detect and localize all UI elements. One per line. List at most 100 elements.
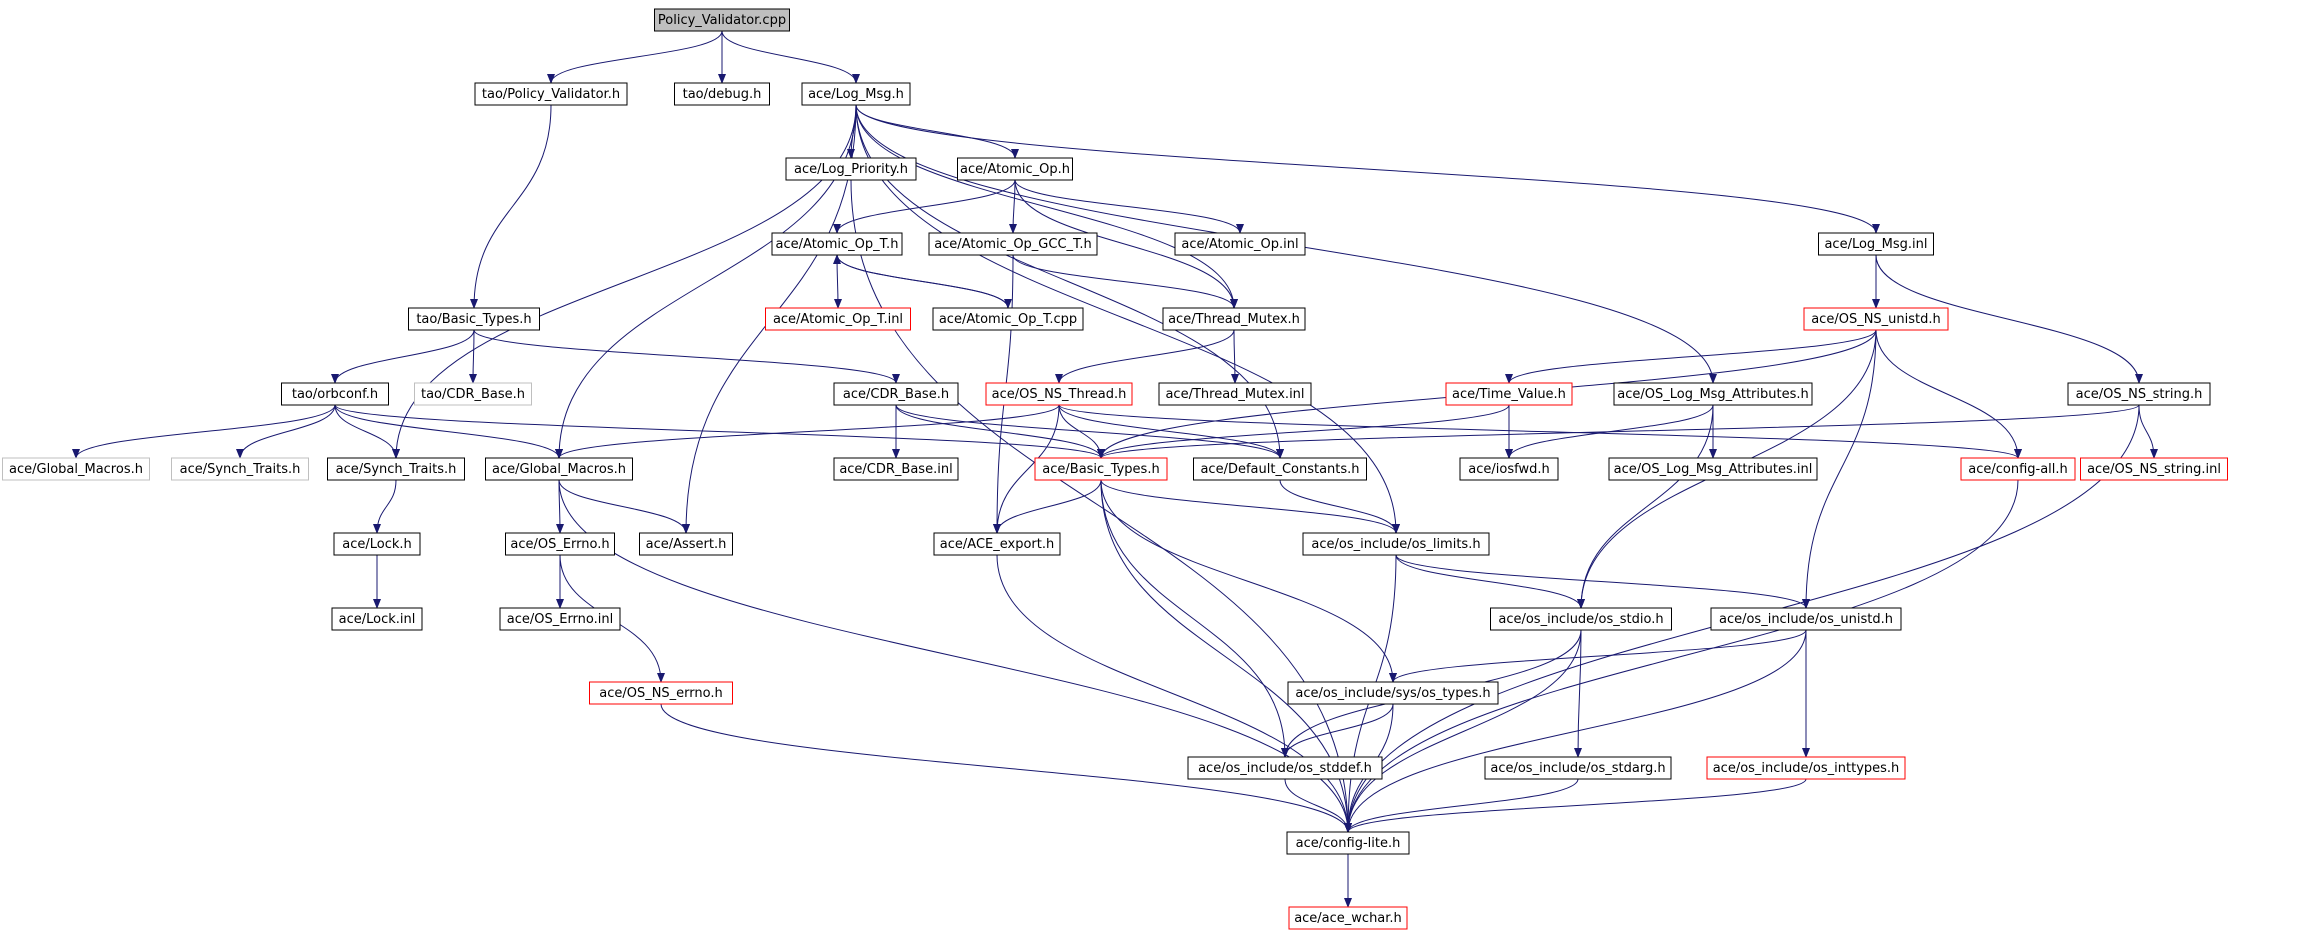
node-box-tao_orbconf_h[interactable]	[281, 382, 389, 406]
node-box-ace_atomic_op_gcc_t_h[interactable]	[928, 232, 1098, 256]
node-box-ace_os_ns_thread_h[interactable]	[985, 382, 1133, 406]
node-box-ace_global_macros_h[interactable]	[485, 457, 633, 481]
node-box-ace_global_macros_h_ext[interactable]	[2, 457, 150, 481]
node-box-ace_os_log_msg_attributes_inl[interactable]	[1608, 457, 1818, 481]
node-box-ace_synch_traits_h[interactable]	[327, 457, 465, 481]
node-tao_cdr_base_h[interactable]: tao/CDR_Base.h	[414, 382, 532, 406]
node-box-ace_os_errno_h[interactable]	[505, 532, 615, 556]
node-tao_debug_h[interactable]: tao/debug.h	[674, 82, 770, 106]
node-ace_cdr_base_inl[interactable]: ace/CDR_Base.inl	[833, 457, 959, 481]
node-box-ace_thread_mutex_inl[interactable]	[1158, 382, 1312, 406]
node-box-ace_default_constants_h[interactable]	[1193, 457, 1367, 481]
node-ace_assert_h[interactable]: ace/Assert.h	[639, 532, 733, 556]
node-tao_orbconf_h[interactable]: tao/orbconf.h	[281, 382, 389, 406]
node-ace_config_all_h[interactable]: ace/config-all.h	[1960, 457, 2076, 481]
node-box-tao_debug_h[interactable]	[674, 82, 770, 106]
node-ace_os_include_os_unistd_h[interactable]: ace/os_include/os_unistd.h	[1710, 607, 1902, 631]
node-box-ace_os_include_os_limits_h[interactable]	[1302, 532, 1490, 556]
node-box-ace_log_msg_inl[interactable]	[1818, 232, 1934, 256]
node-ace_os_include_os_stddef_h[interactable]: ace/os_include/os_stddef.h	[1187, 756, 1383, 780]
node-ace_default_constants_h[interactable]: ace/Default_Constants.h	[1193, 457, 1367, 481]
node-ace_time_value_h[interactable]: ace/Time_Value.h	[1445, 382, 1573, 406]
node-box-policy_validator_cpp[interactable]	[654, 8, 790, 32]
node-ace_os_ns_unistd_h[interactable]: ace/OS_NS_unistd.h	[1803, 307, 1949, 331]
node-box-ace_os_ns_errno_h[interactable]	[589, 681, 733, 705]
node-box-ace_time_value_h[interactable]	[1445, 382, 1573, 406]
node-box-ace_atomic_op_inl[interactable]	[1174, 232, 1306, 256]
node-ace_ace_wchar_h[interactable]: ace/ace_wchar.h	[1288, 906, 1408, 930]
node-box-ace_atomic_op_t_inl[interactable]	[765, 307, 911, 331]
node-ace_os_include_os_inttypes_h[interactable]: ace/os_include/os_inttypes.h	[1706, 756, 1906, 780]
node-ace_synch_traits_h_ext[interactable]: ace/Synch_Traits.h	[171, 457, 309, 481]
node-ace_os_ns_errno_h[interactable]: ace/OS_NS_errno.h	[589, 681, 733, 705]
node-box-ace_os_include_os_unistd_h[interactable]	[1710, 607, 1902, 631]
node-ace_atomic_op_t_inl[interactable]: ace/Atomic_Op_T.inl	[765, 307, 911, 331]
node-box-ace_iosfwd_h[interactable]	[1459, 457, 1559, 481]
node-ace_atomic_op_gcc_t_h[interactable]: ace/Atomic_Op_GCC_T.h	[928, 232, 1098, 256]
node-box-ace_config_lite_h[interactable]	[1286, 831, 1410, 855]
node-box-ace_os_log_msg_attributes_h[interactable]	[1613, 382, 1813, 406]
node-box-ace_config_all_h[interactable]	[1960, 457, 2076, 481]
node-ace_ace_export_h[interactable]: ace/ACE_export.h	[933, 532, 1061, 556]
node-ace_os_include_os_stdio_h[interactable]: ace/os_include/os_stdio.h	[1490, 607, 1672, 631]
node-box-ace_assert_h[interactable]	[639, 532, 733, 556]
node-box-ace_atomic_op_t_h[interactable]	[771, 232, 903, 256]
node-box-ace_cdr_base_inl[interactable]	[833, 457, 959, 481]
node-box-ace_os_include_sys_os_types_h[interactable]	[1287, 681, 1499, 705]
node-box-ace_log_msg_h[interactable]	[801, 82, 911, 106]
node-ace_os_ns_thread_h[interactable]: ace/OS_NS_Thread.h	[985, 382, 1133, 406]
node-box-ace_thread_mutex_h[interactable]	[1162, 307, 1306, 331]
node-ace_os_ns_string_h[interactable]: ace/OS_NS_string.h	[2067, 382, 2211, 406]
node-box-ace_atomic_op_t_cpp[interactable]	[932, 307, 1084, 331]
node-ace_cdr_base_h[interactable]: ace/CDR_Base.h	[833, 382, 959, 406]
node-box-ace_basic_types_h[interactable]	[1034, 457, 1168, 481]
node-ace_synch_traits_h[interactable]: ace/Synch_Traits.h	[327, 457, 465, 481]
node-box-tao_policy_validator_h[interactable]	[474, 82, 628, 106]
node-ace_log_priority_h[interactable]: ace/Log_Priority.h	[785, 157, 917, 181]
node-ace_os_include_sys_os_types_h[interactable]: ace/os_include/sys/os_types.h	[1287, 681, 1499, 705]
node-ace_atomic_op_inl[interactable]: ace/Atomic_Op.inl	[1174, 232, 1306, 256]
node-box-ace_os_errno_inl[interactable]	[499, 607, 621, 631]
node-ace_os_ns_string_inl[interactable]: ace/OS_NS_string.inl	[2080, 457, 2228, 481]
node-ace_os_errno_inl[interactable]: ace/OS_Errno.inl	[499, 607, 621, 631]
node-box-ace_lock_inl[interactable]	[331, 607, 423, 631]
node-tao_policy_validator_h[interactable]: tao/Policy_Validator.h	[474, 82, 628, 106]
node-ace_atomic_op_t_cpp[interactable]: ace/Atomic_Op_T.cpp	[932, 307, 1084, 331]
node-ace_lock_inl[interactable]: ace/Lock.inl	[331, 607, 423, 631]
node-ace_atomic_op_t_h[interactable]: ace/Atomic_Op_T.h	[771, 232, 903, 256]
node-ace_global_macros_h[interactable]: ace/Global_Macros.h	[485, 457, 633, 481]
node-box-ace_lock_h[interactable]	[333, 532, 421, 556]
node-policy_validator_cpp[interactable]: Policy_Validator.cpp	[654, 8, 790, 32]
node-box-tao_basic_types_h[interactable]	[408, 307, 540, 331]
node-box-ace_os_include_os_stdarg_h[interactable]	[1484, 756, 1672, 780]
node-ace_os_log_msg_attributes_h[interactable]: ace/OS_Log_Msg_Attributes.h	[1613, 382, 1813, 406]
node-box-ace_log_priority_h[interactable]	[785, 157, 917, 181]
node-ace_basic_types_h[interactable]: ace/Basic_Types.h	[1034, 457, 1168, 481]
node-ace_atomic_op_h[interactable]: ace/Atomic_Op.h	[957, 157, 1073, 181]
node-tao_basic_types_h[interactable]: tao/Basic_Types.h	[408, 307, 540, 331]
node-ace_global_macros_h_ext[interactable]: ace/Global_Macros.h	[2, 457, 150, 481]
node-box-ace_os_include_os_stdio_h[interactable]	[1490, 607, 1672, 631]
node-box-ace_synch_traits_h_ext[interactable]	[171, 457, 309, 481]
node-box-ace_os_include_os_stddef_h[interactable]	[1187, 756, 1383, 780]
node-ace_log_msg_inl[interactable]: ace/Log_Msg.inl	[1818, 232, 1934, 256]
node-ace_os_include_os_limits_h[interactable]: ace/os_include/os_limits.h	[1302, 532, 1490, 556]
node-box-tao_cdr_base_h[interactable]	[414, 382, 532, 406]
node-ace_os_include_os_stdarg_h[interactable]: ace/os_include/os_stdarg.h	[1484, 756, 1672, 780]
node-box-ace_os_include_os_inttypes_h[interactable]	[1706, 756, 1906, 780]
node-box-ace_ace_wchar_h[interactable]	[1288, 906, 1408, 930]
node-box-ace_cdr_base_h[interactable]	[833, 382, 959, 406]
node-box-ace_ace_export_h[interactable]	[933, 532, 1061, 556]
node-ace_thread_mutex_h[interactable]: ace/Thread_Mutex.h	[1162, 307, 1306, 331]
node-ace_thread_mutex_inl[interactable]: ace/Thread_Mutex.inl	[1158, 382, 1312, 406]
node-ace_log_msg_h[interactable]: ace/Log_Msg.h	[801, 82, 911, 106]
node-box-ace_os_ns_string_inl[interactable]	[2080, 457, 2228, 481]
node-box-ace_atomic_op_h[interactable]	[957, 157, 1073, 181]
node-ace_lock_h[interactable]: ace/Lock.h	[333, 532, 421, 556]
node-box-ace_os_ns_string_h[interactable]	[2067, 382, 2211, 406]
node-ace_config_lite_h[interactable]: ace/config-lite.h	[1286, 831, 1410, 855]
node-ace_os_log_msg_attributes_inl[interactable]: ace/OS_Log_Msg_Attributes.inl	[1608, 457, 1818, 481]
node-box-ace_os_ns_unistd_h[interactable]	[1803, 307, 1949, 331]
node-ace_iosfwd_h[interactable]: ace/iosfwd.h	[1459, 457, 1559, 481]
node-ace_os_errno_h[interactable]: ace/OS_Errno.h	[505, 532, 615, 556]
